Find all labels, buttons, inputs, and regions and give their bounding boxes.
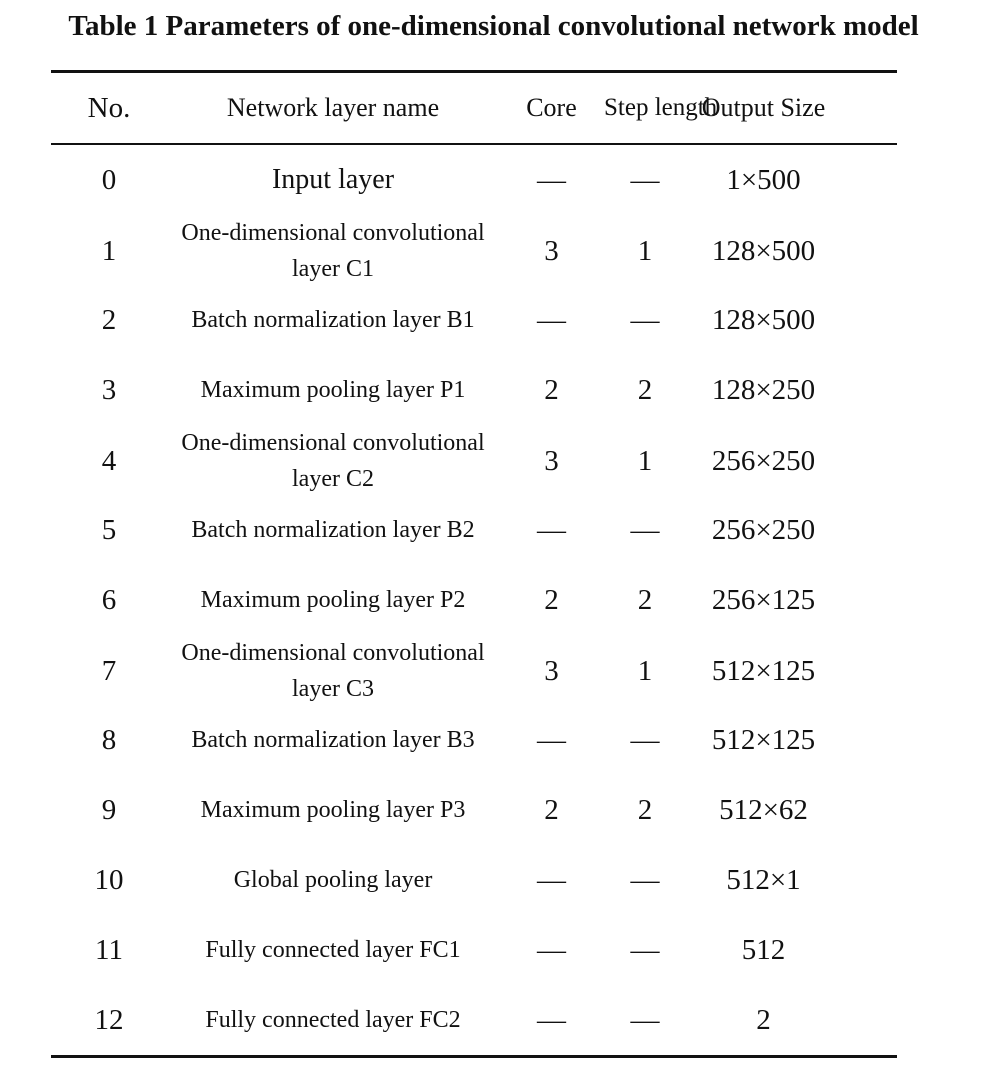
cell-layer-name: One-dimensional convolutional layer C3 [181,640,485,702]
cell-layer-name: Fully connected layer FC1 [205,937,461,963]
cell-output-size: 128×250 [711,373,816,406]
cell-output-size: 256×250 [711,444,816,477]
cell-no: 1 [101,234,117,267]
header-output-size: Output Size [701,93,826,122]
cell-step-length: — [630,863,660,896]
cell-core: — [537,303,566,336]
cell-output-size: 1×500 [726,163,801,196]
cell-output-size: 128×500 [711,303,816,336]
cell-step-length: — [630,723,660,756]
cell-no: 12 [94,1003,124,1036]
table-row: 9 Maximum pooling layer P3 2 2 512×62 [51,775,897,845]
cell-core: 3 [544,654,559,687]
cell-no: 8 [101,723,117,756]
table-row: 0 Input layer — — 1×500 [51,145,897,215]
cell-core: — [537,723,566,756]
header-step-length: Step length [604,94,718,121]
cell-layer-name: Batch normalization layer B2 [191,517,475,543]
cell-output-size: 512 [741,933,786,966]
table-row: 8 Batch normalization layer B3 — — 512×1… [51,705,897,775]
header-core: Core [526,93,577,122]
cell-step-length: — [630,163,660,196]
parameters-table: No. Network layer name Core Step length … [51,70,897,1058]
cell-step-length: — [630,933,660,966]
table-row: 5 Batch normalization layer B2 — — 256×2… [51,495,897,565]
cell-no: 7 [101,654,117,687]
cell-layer-name: Maximum pooling layer P3 [200,797,466,823]
cell-core: 2 [544,373,559,406]
table-row: 12 Fully connected layer FC2 — — 2 [51,985,897,1055]
cell-step-length: 1 [637,444,653,477]
cell-no: 4 [101,444,117,477]
cell-output-size: 512×125 [711,723,816,756]
header-network-layer-name: Network layer name [226,93,440,122]
cell-layer-name: Maximum pooling layer P2 [200,587,466,613]
cell-step-length: 1 [637,654,653,687]
cell-layer-name: One-dimensional convolutional layer C2 [181,430,485,492]
table-bottom-rule [51,1055,897,1058]
cell-no: 0 [101,163,117,196]
cell-step-length: — [630,303,660,336]
cell-step-length: 2 [637,583,653,616]
cell-core: — [537,513,566,546]
header-no: No. [87,91,131,124]
table-row: 4 One-dimensional convolutional layer C2… [51,425,897,495]
cell-core: 2 [544,793,559,826]
cell-output-size: 2 [756,1003,771,1036]
cell-core: 3 [544,444,559,477]
table-caption: Table 1 Parameters of one-dimensional co… [68,10,919,42]
cell-core: — [537,933,566,966]
cell-step-length: 2 [637,373,653,406]
cell-no: 6 [101,583,117,616]
cell-layer-name: Batch normalization layer B1 [191,307,475,333]
cell-output-size: 256×250 [711,513,816,546]
cell-core: — [537,1003,566,1036]
cell-no: 10 [94,863,124,896]
cell-output-size: 128×500 [711,234,816,267]
cell-no: 11 [95,933,123,966]
cell-output-size: 512×1 [726,863,801,896]
cell-step-length: — [630,513,660,546]
table-header-row: No. Network layer name Core Step length … [51,73,897,143]
cell-layer-name: Fully connected layer FC2 [205,1007,461,1033]
table-body: 0 Input layer — — 1×500 1 One-dimensiona… [51,145,897,1055]
cell-no: 5 [101,513,117,546]
table-row: 6 Maximum pooling layer P2 2 2 256×125 [51,565,897,635]
table-row: 7 One-dimensional convolutional layer C3… [51,635,897,705]
table-row: 3 Maximum pooling layer P1 2 2 128×250 [51,355,897,425]
cell-output-size: 512×62 [719,793,808,826]
cell-layer-name: Maximum pooling layer P1 [200,377,466,403]
table-header-rule [51,143,897,145]
table-row: 11 Fully connected layer FC1 — — 512 [51,915,897,985]
cell-layer-name: Input layer [271,164,395,195]
cell-layer-name: Batch normalization layer B3 [191,727,475,753]
cell-core: 2 [544,583,559,616]
cell-step-length: 1 [637,234,653,267]
cell-step-length: — [630,1003,660,1036]
cell-output-size: 256×125 [711,583,816,616]
cell-no: 2 [101,303,117,336]
cell-no: 3 [101,373,117,406]
table-row: 1 One-dimensional convolutional layer C1… [51,215,897,285]
table-top-rule [51,70,897,73]
cell-core: — [537,163,566,196]
table-row: 2 Batch normalization layer B1 — — 128×5… [51,285,897,355]
cell-layer-name: One-dimensional convolutional layer C1 [181,220,485,282]
cell-core: 3 [544,234,559,267]
cell-core: — [537,863,566,896]
cell-step-length: 2 [637,793,653,826]
table-row: 10 Global pooling layer — — 512×1 [51,845,897,915]
cell-output-size: 512×125 [711,654,816,687]
cell-layer-name: Global pooling layer [233,867,433,893]
cell-no: 9 [101,793,117,826]
